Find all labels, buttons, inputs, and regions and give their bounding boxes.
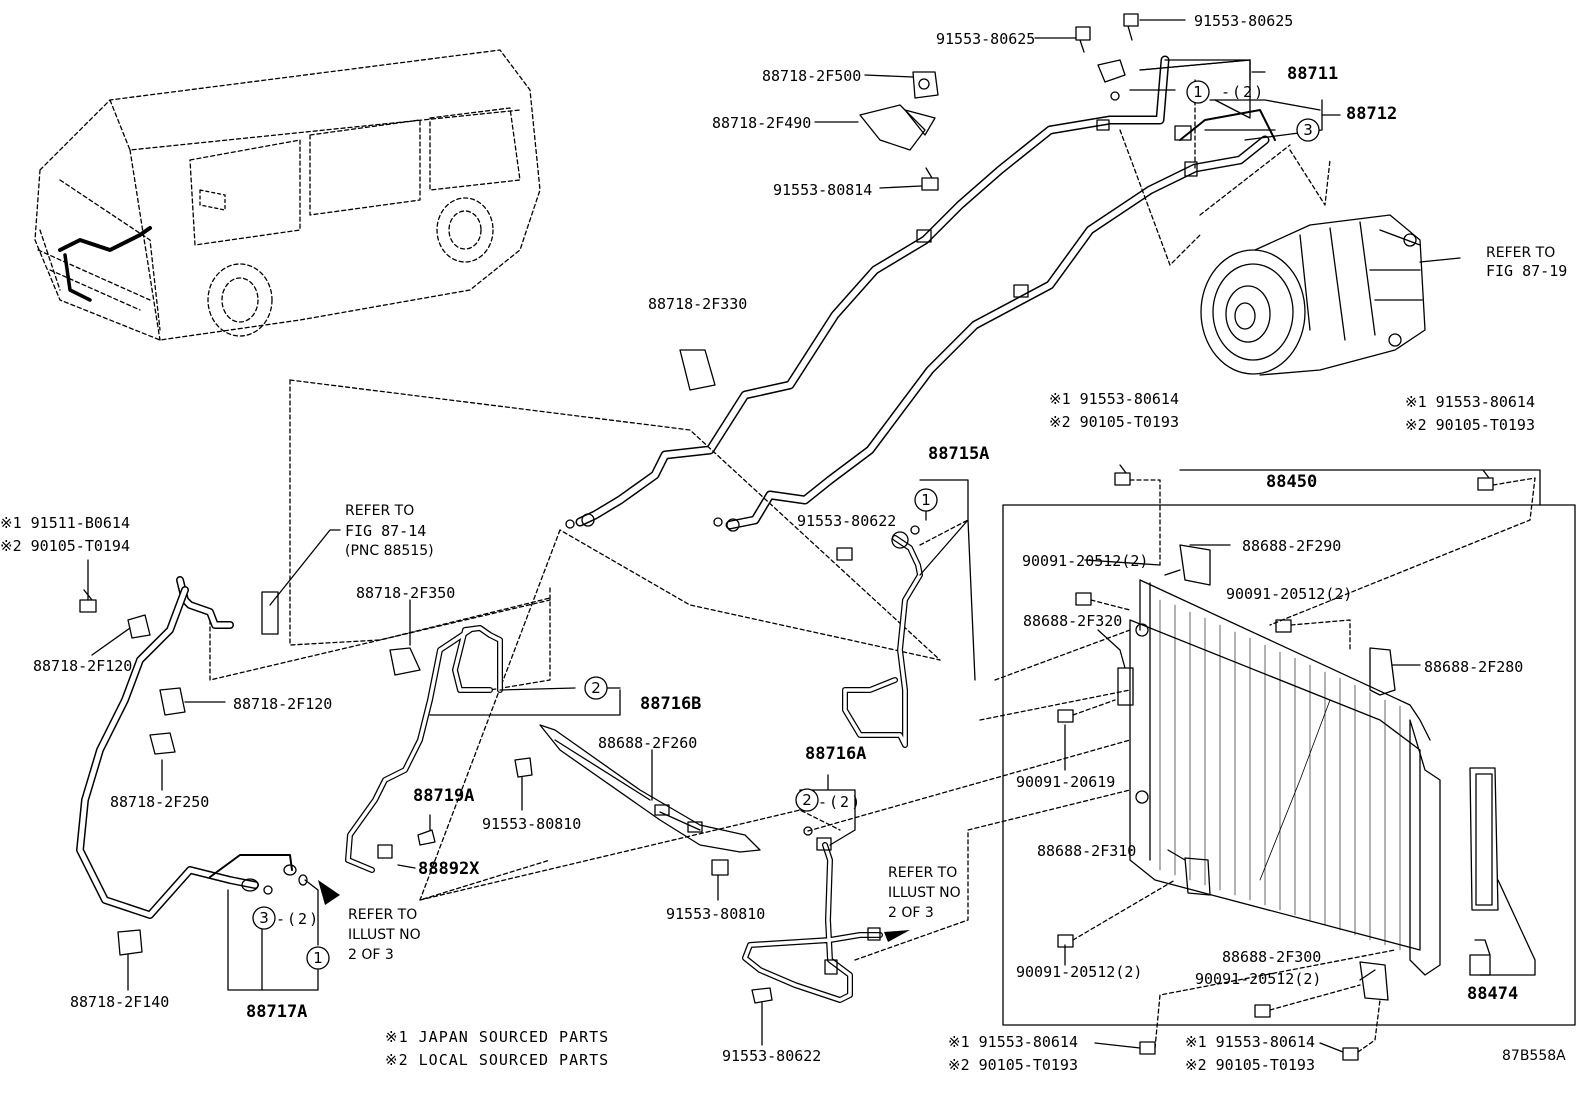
part-label: ※1 91553-80614 (1185, 1033, 1315, 1051)
circle-1-mid: 1 (921, 491, 931, 509)
part-label: 90091-20512(2) (1016, 963, 1143, 981)
circle-1-lower: 1 (313, 949, 323, 967)
part-label: 88688-2F280 (1424, 658, 1524, 676)
refer-label: REFER TO (345, 503, 415, 519)
part-label: 91553-80810 (482, 815, 582, 833)
tube-88715a (842, 525, 923, 748)
refer-label: FIG 87-19 (1486, 262, 1568, 280)
discharge-hose-88711 (575, 55, 1170, 527)
refer-label: REFER TO (888, 865, 958, 881)
refer-label: FIG 87-14 (345, 522, 427, 540)
part-label: ※1 91553-80614 (1405, 393, 1535, 411)
part-label: 88718-2F490 (712, 114, 812, 132)
part-label: 88718-2F350 (356, 584, 456, 602)
part-label: 90091-20619 (1016, 773, 1116, 791)
bracket-88688-2f260 (539, 724, 761, 853)
part-label: 88688-2F310 (1037, 842, 1137, 860)
qty-label: 1-(2) (1221, 83, 1266, 101)
circle-1-upper: 1 (1193, 83, 1203, 101)
footnote-1: ※1 JAPAN SOURCED PARTS (385, 1028, 610, 1046)
qty-label: -(2) (276, 910, 321, 928)
refer-label: REFER TO (348, 907, 418, 923)
part-label: 91553-80625 (1194, 12, 1294, 30)
refer-label: ILLUST NO (888, 885, 961, 901)
part-label: 91553-80814 (773, 181, 873, 199)
part-label: ※1 91553-80614 (948, 1033, 1078, 1051)
part-label: ※2 90105-T0193 (948, 1056, 1078, 1074)
condenser-88450 (1002, 504, 1576, 1026)
part-label: 91553-80622 (722, 1047, 822, 1065)
qty-label: -(2) (818, 793, 863, 811)
part-label: 88450 (1266, 472, 1318, 492)
part-label: 88711 (1287, 64, 1339, 84)
part-label: 88717A (246, 1002, 308, 1022)
part-label: 88718-2F120 (33, 657, 133, 675)
liquid-tube-88717a (76, 576, 308, 919)
part-label: 90091-20512(2) (1022, 552, 1149, 570)
part-label: 88718-2F250 (110, 793, 210, 811)
part-label: ※2 90105-T0193 (1049, 413, 1179, 431)
part-label: 88718-2F500 (762, 67, 862, 85)
part-label: 88719A (413, 786, 475, 806)
part-label: ※1 91511-B0614 (0, 514, 130, 532)
bolts-top (679, 13, 1139, 391)
part-label: 88716A (805, 744, 867, 764)
refer-label: (PNC 88515) (345, 543, 434, 559)
van-illustration (34, 49, 541, 341)
tube-88716a (742, 837, 883, 1003)
figure-code: 87B558A (1502, 1048, 1566, 1064)
part-label: 88718-2F120 (233, 695, 333, 713)
tube-88716b (345, 625, 503, 873)
part-label: ※2 90105-T0193 (1185, 1056, 1315, 1074)
part-label: 88688-2F290 (1242, 537, 1342, 555)
part-label: ※2 90105-T0194 (0, 537, 130, 555)
refer-label: 2 OF 3 (888, 905, 934, 921)
circle-2-lower: 2 (802, 791, 812, 809)
part-label: 88715A (928, 444, 990, 464)
part-label: 88718-2F330 (648, 295, 748, 313)
refer-label: ILLUST NO (348, 927, 421, 943)
part-label: 91553-80622 (797, 512, 897, 530)
part-label: 88688-2F300 (1222, 948, 1322, 966)
part-label: 88718-2F140 (70, 993, 170, 1011)
part-label: 88474 (1467, 984, 1519, 1004)
part-label: 88688-2F320 (1023, 612, 1123, 630)
part-label: 88716B (640, 694, 702, 714)
part-label: 91553-80810 (666, 905, 766, 923)
circle-2-mid: 2 (591, 679, 601, 697)
part-label: ※1 91553-80614 (1049, 390, 1179, 408)
part-label: 90091-20512(2) (1195, 970, 1322, 988)
part-label: 88688-2F260 (598, 734, 698, 752)
part-label: 91553-80625 (936, 30, 1036, 48)
part-label: 90091-20512(2) (1226, 585, 1353, 603)
suction-hose-88712 (725, 109, 1276, 530)
refer-label: 2 OF 3 (348, 947, 394, 963)
part-label: ※2 90105-T0193 (1405, 416, 1535, 434)
circle-3-upper: 3 (1303, 121, 1313, 139)
footnote-2: ※2 LOCAL SOURCED PARTS (385, 1051, 610, 1069)
circle-3-lower: 3 (259, 909, 269, 927)
part-label: 88712 (1346, 104, 1398, 124)
refer-label: REFER TO (1486, 245, 1556, 261)
part-label: 88892X (418, 859, 480, 879)
compressor (1200, 214, 1426, 376)
